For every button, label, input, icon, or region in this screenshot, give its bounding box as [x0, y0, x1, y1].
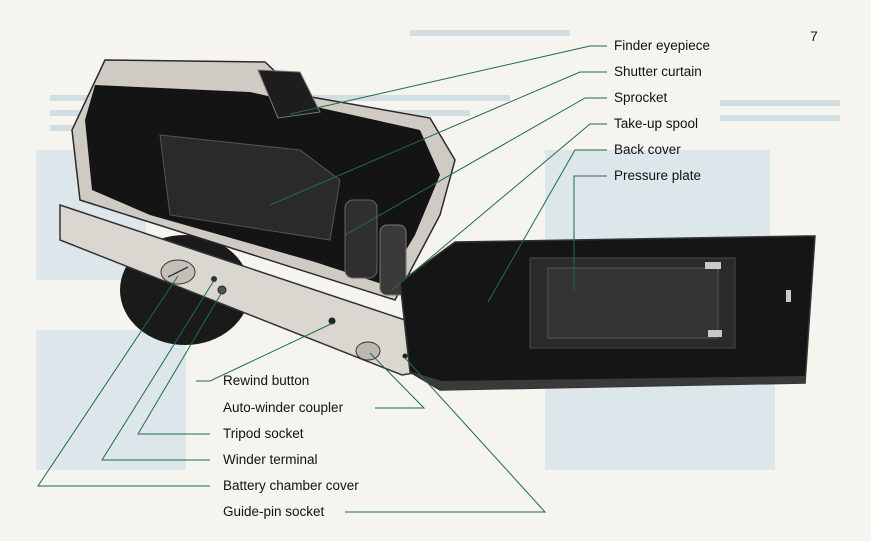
label-pressure-plate: Pressure plate	[614, 168, 701, 184]
label-back-cover: Back cover	[614, 142, 681, 158]
sprocket	[345, 200, 377, 278]
label-winder-terminal: Winder terminal	[223, 452, 318, 468]
label-battery-chamber-cover: Battery chamber cover	[223, 478, 359, 494]
label-tripod-socket: Tripod socket	[223, 426, 304, 442]
guide-pin-socket	[403, 354, 408, 359]
winder-terminal	[211, 276, 217, 282]
label-auto-winder-coupler: Auto-winder coupler	[223, 400, 343, 416]
label-guide-pin-socket: Guide-pin socket	[223, 504, 324, 520]
label-shutter-curtain: Shutter curtain	[614, 64, 702, 80]
auto-winder-coupler	[356, 342, 380, 360]
label-finder-eyepiece: Finder eyepiece	[614, 38, 710, 54]
label-sprocket: Sprocket	[614, 90, 667, 106]
label-take-up-spool: Take-up spool	[614, 116, 698, 132]
label-rewind-button: Rewind button	[223, 373, 309, 389]
